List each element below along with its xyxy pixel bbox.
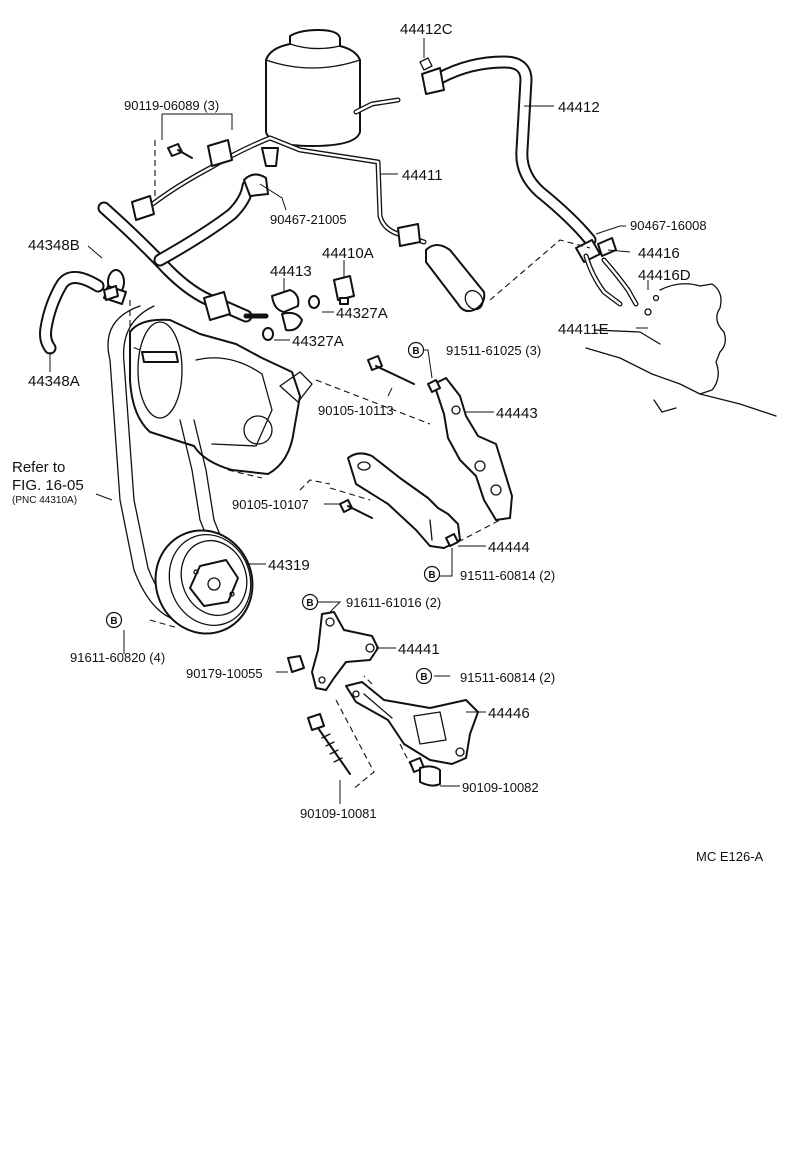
pulley-44319: [154, 529, 254, 635]
refer-line-2: FIG. 16-05: [12, 477, 84, 494]
bolt-marker-label: B: [306, 598, 313, 609]
union-fittings: [262, 275, 355, 341]
label-90109-10082: 90109-10082: [462, 780, 539, 795]
label-90467-16008: 90467-16008: [630, 218, 707, 233]
hose-44348: [39, 269, 127, 355]
bolt-marker-label: B: [428, 570, 435, 581]
label-44441: 44441: [398, 641, 440, 658]
label-44410A: 44410A: [322, 245, 374, 262]
label-90179-10055: 90179-10055: [186, 666, 263, 681]
label-44444: 44444: [488, 539, 530, 556]
bolt-marker-91511-60814-b: B: [415, 667, 433, 685]
bolt-marker-91611-60820: B: [105, 611, 123, 629]
label-90467-21005: 90467-21005: [270, 212, 347, 227]
label-44412: 44412: [558, 99, 600, 116]
label-44412C: 44412C: [400, 21, 453, 38]
bolt-markers: B B B B B: [105, 341, 441, 685]
label-90105-10113: 90105-10113: [318, 403, 394, 418]
bolt-marker-label: B: [110, 616, 117, 627]
label-90109-10081: 90109-10081: [300, 806, 377, 821]
label-44327A-upper: 44327A: [336, 305, 388, 322]
label-44413: 44413: [270, 263, 312, 280]
bolt-marker-91511-60814-a: B: [423, 565, 441, 583]
label-44348A: 44348A: [28, 373, 80, 390]
label-91511-61025: 91511-61025 (3): [446, 343, 541, 358]
label-44411E: 44411E: [558, 321, 609, 338]
refer-line-3: (PNC 44310A): [12, 495, 77, 506]
bolt-marker-label: B: [412, 346, 419, 357]
bolt-marker-91611-61016: B: [301, 593, 319, 611]
label-91511-60814-b: 91511-60814 (2): [460, 670, 555, 685]
bracket-44446: [345, 681, 479, 765]
label-90105-10107: 90105-10107: [232, 497, 309, 512]
fasteners: [103, 143, 459, 787]
reservoir-tank: [261, 29, 401, 167]
dashed-assembly-lines: [129, 140, 591, 791]
bolt-marker-label: B: [420, 672, 427, 683]
label-44319: 44319: [268, 557, 310, 574]
bolt-marker-91511-61025: B: [407, 341, 425, 359]
label-91611-60820: 91611-60820 (4): [70, 650, 165, 665]
part-labels: 44412C 44412 90119-06089 (3) 44411 90467…: [12, 21, 764, 864]
label-44416D: 44416D: [638, 267, 691, 284]
bracket-44443: [433, 377, 513, 521]
label-44416: 44416: [638, 245, 680, 262]
label-44443: 44443: [496, 405, 538, 422]
label-44446: 44446: [488, 705, 530, 722]
pressure-hose-assembly: [97, 173, 269, 323]
bracket-44444: [347, 452, 461, 549]
label-91511-60814-a: 91511-60814 (2): [460, 568, 555, 583]
catalog-code: MC E126-A: [696, 849, 764, 864]
label-44327A-lower: 44327A: [292, 333, 344, 350]
power-steering-pump: [129, 318, 313, 475]
leader-lines: [49, 38, 649, 804]
refer-line-1: Refer to: [12, 459, 65, 476]
label-91611-61016: 91611-61016 (2): [346, 595, 441, 610]
bracket-44441: [311, 611, 379, 691]
label-90119-06089: 90119-06089 (3): [124, 98, 219, 113]
pressure-tube-44411: [131, 135, 486, 313]
label-44348B: 44348B: [28, 237, 80, 254]
label-44411: 44411: [402, 167, 443, 184]
return-hose-44412: [419, 55, 597, 247]
